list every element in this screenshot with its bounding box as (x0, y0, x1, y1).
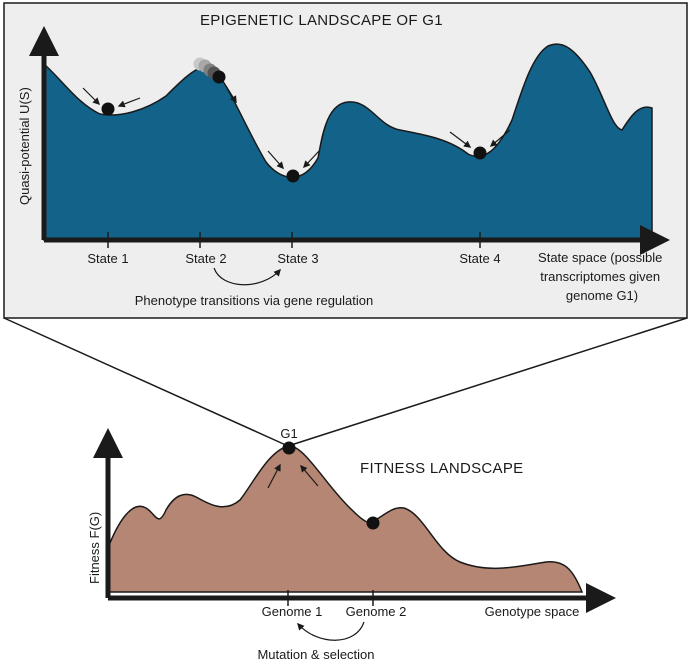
arrow-g1-right (300, 464, 319, 487)
zoom-line-left (3, 317, 289, 447)
g1-label: G1 (280, 426, 297, 441)
fitness-x-axis-label: Genotype space (485, 604, 580, 619)
arrow-s4-left (449, 131, 472, 148)
ball-g1 (282, 441, 296, 455)
arrow-s4-right (489, 129, 511, 147)
fitness-y-axis-label: Fitness F(G) (87, 512, 102, 584)
arrow-s3-left (267, 150, 284, 170)
arrow-s1-right (117, 97, 141, 108)
epigenetic-landscape (43, 43, 653, 241)
arrow-g1-left (267, 463, 281, 489)
epigenetic-y-axis-label: Quasi-potential U(S) (17, 87, 32, 205)
state-4-label: State 4 (459, 251, 500, 266)
mutation-arrow (297, 621, 365, 641)
ball-state-3 (286, 169, 300, 183)
state-transition-arrow (213, 267, 281, 286)
state-2-label: State 2 (185, 251, 226, 266)
mutation-caption: Mutation & selection (257, 647, 374, 662)
state-3-label: State 3 (277, 251, 318, 266)
genome-2-label: Genome 2 (346, 604, 407, 619)
ball-genome-2 (366, 516, 380, 530)
fitness-title: FITNESS LANDSCAPE (360, 460, 523, 477)
epigenetic-title: EPIGENETIC LANDSCAPE OF G1 (200, 12, 443, 29)
arrow-s1-left (82, 87, 101, 106)
fitness-landscape (107, 445, 584, 593)
epigenetic-x-axis-label: State space (possible transcriptomes giv… (538, 250, 666, 303)
zoom-line-right (287, 317, 688, 447)
ball-state-2 (212, 70, 226, 84)
state-1-label: State 1 (87, 251, 128, 266)
ball-state-4 (473, 146, 487, 160)
arrow-s3-right (303, 149, 321, 169)
ball-state-1 (101, 102, 115, 116)
transition-caption: Phenotype transitions via gene regulatio… (135, 293, 374, 308)
genome-1-label: Genome 1 (262, 604, 323, 619)
arrow-s2-down (225, 85, 237, 104)
